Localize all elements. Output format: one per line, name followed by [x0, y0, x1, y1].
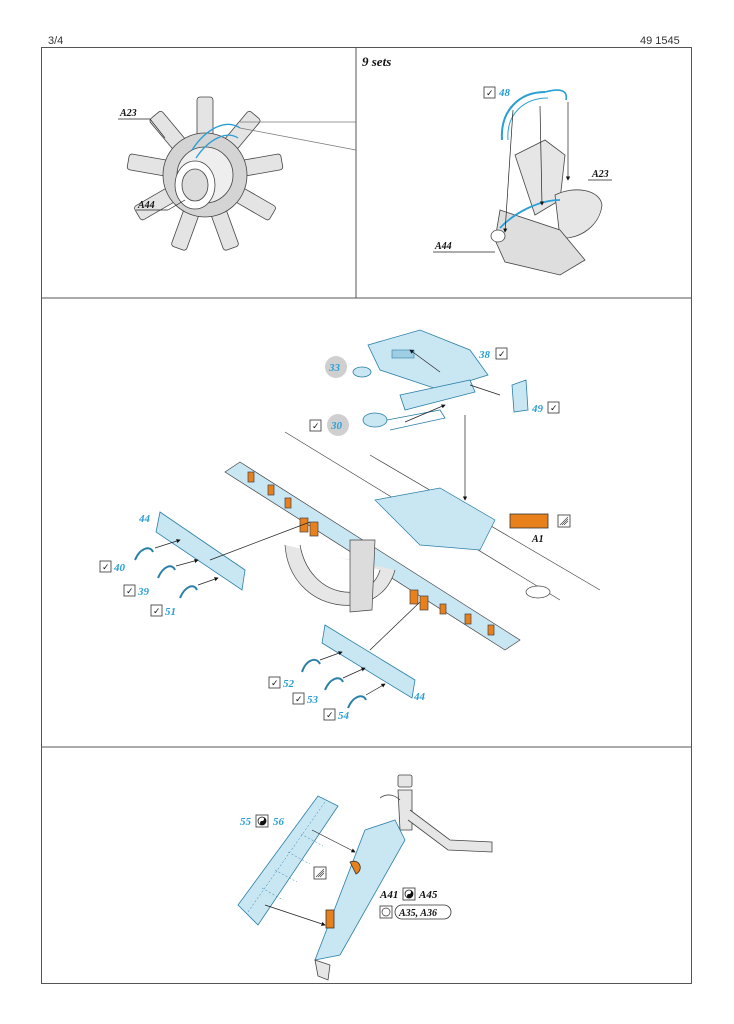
label-a41: A41	[379, 889, 398, 901]
badge-30	[327, 414, 349, 436]
part-49: 49	[531, 403, 544, 415]
floor-panel-etch	[352, 329, 529, 431]
part-51: 51	[165, 606, 176, 618]
svg-text:✓: ✓	[498, 349, 506, 359]
label-a23-left: A23	[119, 108, 137, 119]
part-33: 33	[328, 362, 341, 374]
part-38: 38	[478, 349, 491, 361]
page-number: 3/4	[48, 35, 64, 47]
svg-text:✓: ✓	[102, 562, 110, 572]
checkbox-53: ✓	[292, 692, 305, 705]
yinyang-icon-parts	[255, 814, 269, 828]
part-56: 56	[273, 816, 285, 828]
checkbox-49: ✓	[547, 401, 560, 414]
part-53: 53	[307, 694, 319, 706]
color-chip-orange	[509, 513, 549, 529]
control-column	[314, 774, 493, 981]
part-39: 39	[137, 586, 150, 598]
checkbox-52: ✓	[268, 676, 281, 689]
svg-text:✓: ✓	[550, 403, 558, 413]
svg-text:✓: ✓	[312, 421, 320, 431]
label-a1: A1	[531, 534, 544, 545]
part-40: 40	[113, 562, 126, 574]
yinyang-icon-assembly	[402, 887, 416, 901]
checkbox-38: ✓	[495, 347, 508, 360]
part-48: 48	[498, 87, 511, 99]
side-strip-upper	[134, 511, 246, 599]
radial-engine	[126, 96, 284, 251]
instruction-frame	[41, 47, 692, 984]
svg-text:✓: ✓	[326, 710, 334, 720]
checkbox-30: ✓	[309, 419, 322, 432]
reference-icon	[379, 905, 393, 919]
svg-text:✓: ✓	[126, 586, 134, 596]
label-a23-right: A23	[591, 169, 609, 180]
part-52: 52	[283, 678, 295, 690]
label-a45: A45	[418, 889, 438, 901]
checkbox-48: ✓	[483, 86, 496, 99]
sets-label: 9 sets	[362, 54, 391, 69]
badge-33	[325, 356, 347, 378]
flap-panel-etch	[237, 795, 339, 926]
checkbox-51: ✓	[150, 604, 163, 617]
label-a44-right: A44	[434, 241, 452, 252]
label-a44-left: A44	[137, 200, 155, 211]
svg-text:✓: ✓	[295, 694, 303, 704]
svg-text:✓: ✓	[271, 678, 279, 688]
label-a35-a36: A35, A36	[398, 908, 437, 919]
reference-pill	[394, 904, 452, 920]
svg-text:✓: ✓	[486, 88, 494, 98]
svg-text:✓: ✓	[153, 606, 161, 616]
side-strip-lower	[301, 624, 416, 709]
checkbox-54: ✓	[323, 708, 336, 721]
part-54: 54	[338, 710, 350, 722]
fuselage-floor	[224, 431, 601, 651]
checkbox-40: ✓	[99, 560, 112, 573]
hatch-icon-section3	[313, 866, 327, 880]
part-44-upper: 44	[138, 513, 151, 525]
part-44-lower: 44	[413, 691, 426, 703]
product-code: 49 1545	[640, 35, 680, 47]
engine-detail	[490, 89, 603, 276]
checkbox-39: ✓	[123, 584, 136, 597]
hatch-icon	[557, 514, 571, 528]
part-30: 30	[330, 420, 343, 432]
part-55: 55	[240, 816, 252, 828]
